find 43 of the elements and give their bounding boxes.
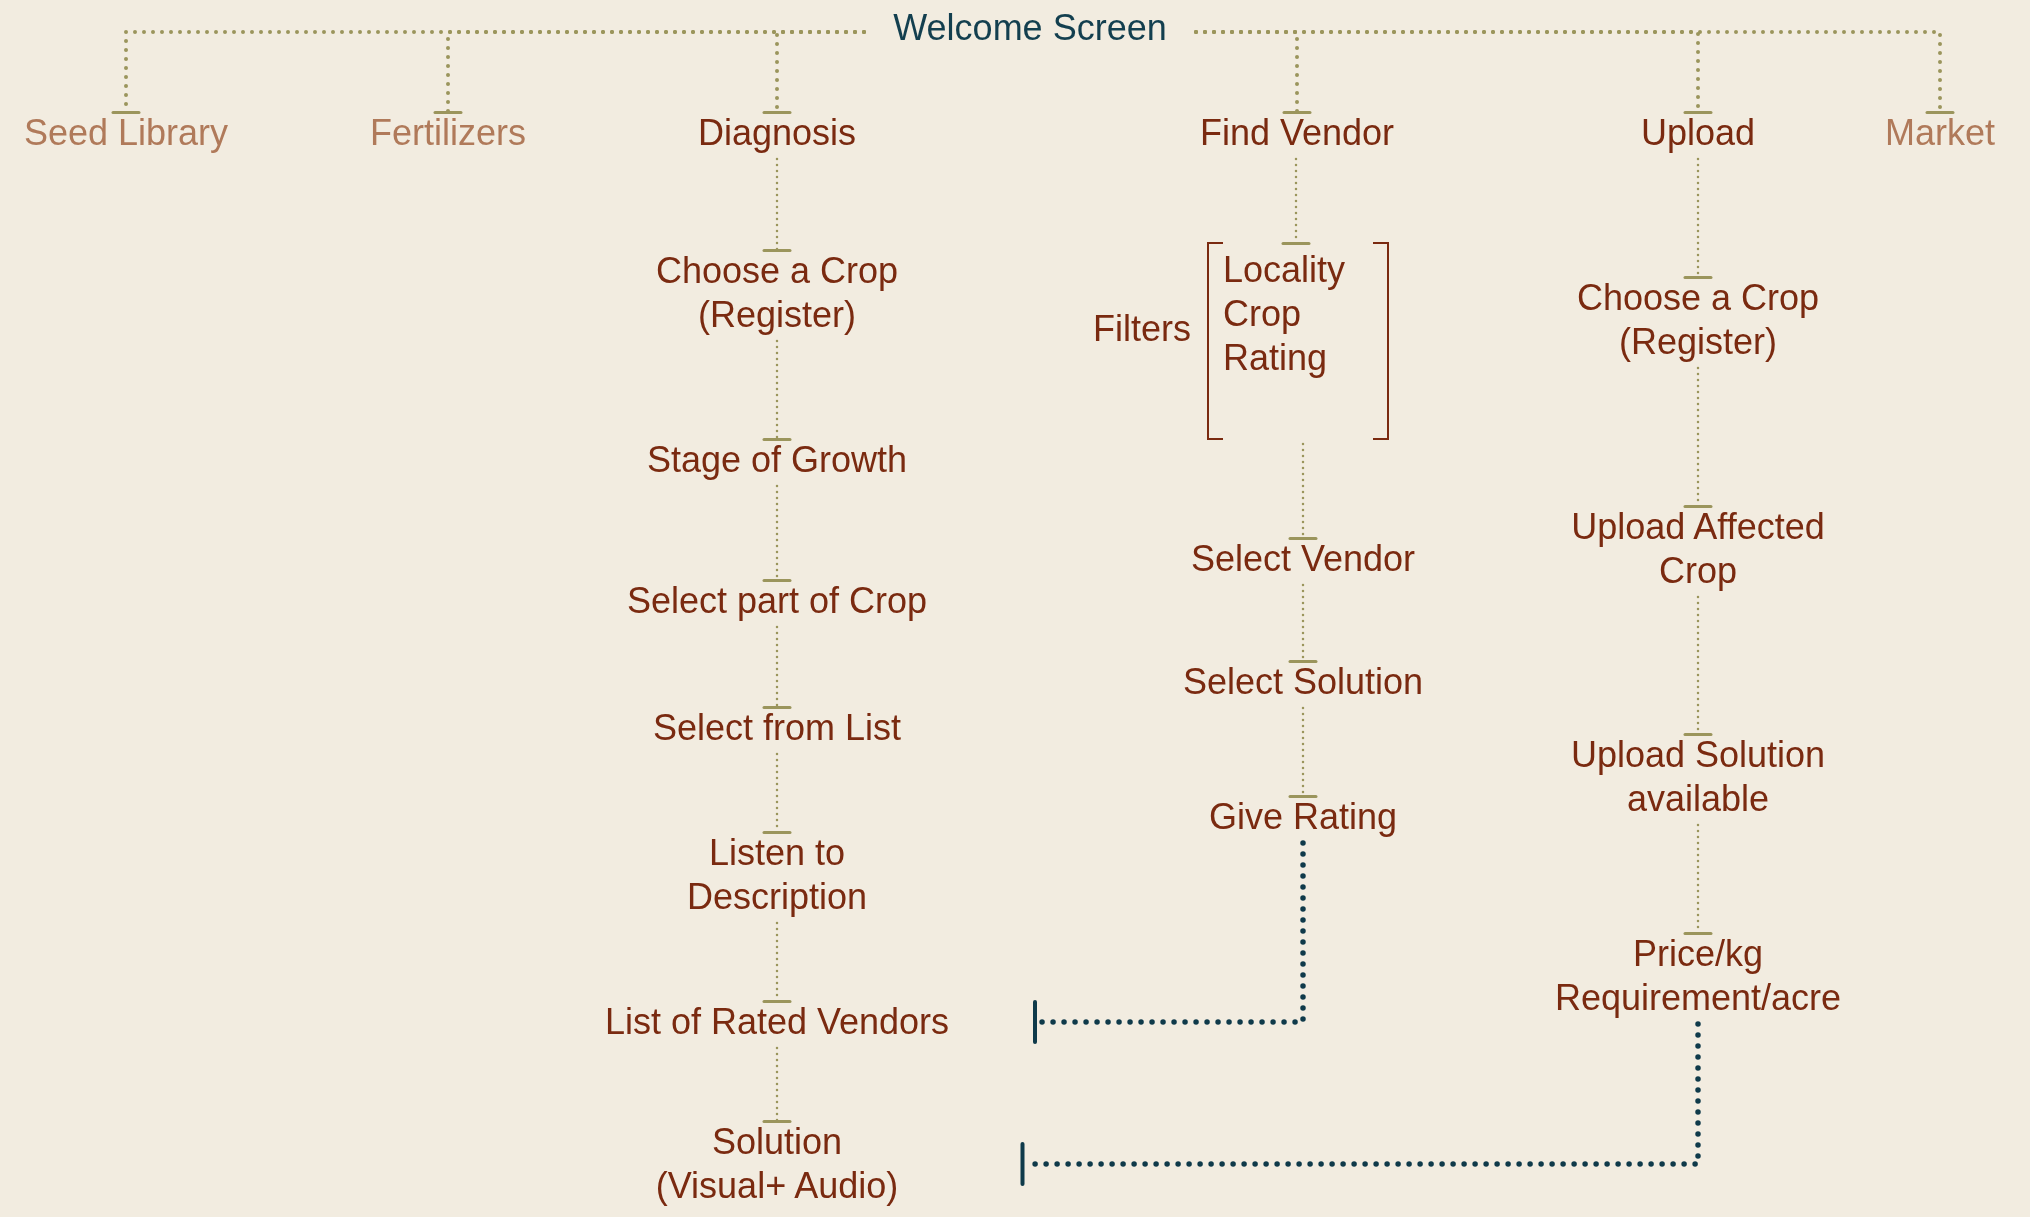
menu-label: Seed Library <box>11 111 241 155</box>
connector <box>762 339 792 442</box>
step-label: Stage of Growth <box>607 438 947 482</box>
connector <box>1288 583 1318 664</box>
step-label: Upload Solution available <box>1548 733 1848 821</box>
step-label: Diagnosis <box>677 111 877 155</box>
step-label: Select part of Crop <box>587 579 967 623</box>
connector <box>1683 823 1713 936</box>
title-label: Welcome Screen <box>864 6 1196 50</box>
connector <box>762 1046 792 1124</box>
connector <box>1288 706 1318 799</box>
connector <box>1683 157 1713 280</box>
step-label: Select Vendor <box>1163 537 1443 581</box>
connector <box>762 30 866 115</box>
step-label: Upload <box>1618 111 1778 155</box>
connector <box>762 625 792 710</box>
filter-option: Crop <box>1223 291 1373 336</box>
connector <box>762 484 792 583</box>
filter-option: Rating <box>1223 335 1373 380</box>
connector <box>762 752 792 835</box>
connector <box>1683 595 1713 737</box>
step-label: Choose a Crop (Register) <box>1558 276 1838 364</box>
step-label: Find Vendor <box>1177 111 1417 155</box>
connector <box>1683 366 1713 509</box>
step-label: List of Rated Vendors <box>567 1000 1037 1044</box>
node-caption: Filters <box>1093 308 1191 350</box>
step-label: Listen to Description <box>647 831 907 919</box>
step-label: Upload Affected Crop <box>1548 505 1848 593</box>
connector <box>1194 30 1955 115</box>
connector <box>1033 840 1306 1044</box>
connector <box>1020 1021 1701 1186</box>
step-label: Give Rating <box>1183 795 1423 839</box>
step-label: Select from List <box>617 706 937 750</box>
step-label: Choose a Crop (Register) <box>637 249 917 337</box>
connector <box>1288 442 1318 541</box>
menu-label: Fertilizers <box>348 111 548 155</box>
menu-label: Market <box>1865 111 2015 155</box>
step-label: Select Solution <box>1153 660 1453 704</box>
step-label: Price/kg Requirement/acre <box>1528 932 1868 1020</box>
connector <box>762 157 792 253</box>
filter-option: Locality <box>1223 248 1373 292</box>
step-label: Solution (Visual+ Audio) <box>649 1120 1025 1208</box>
connector <box>762 921 792 1004</box>
